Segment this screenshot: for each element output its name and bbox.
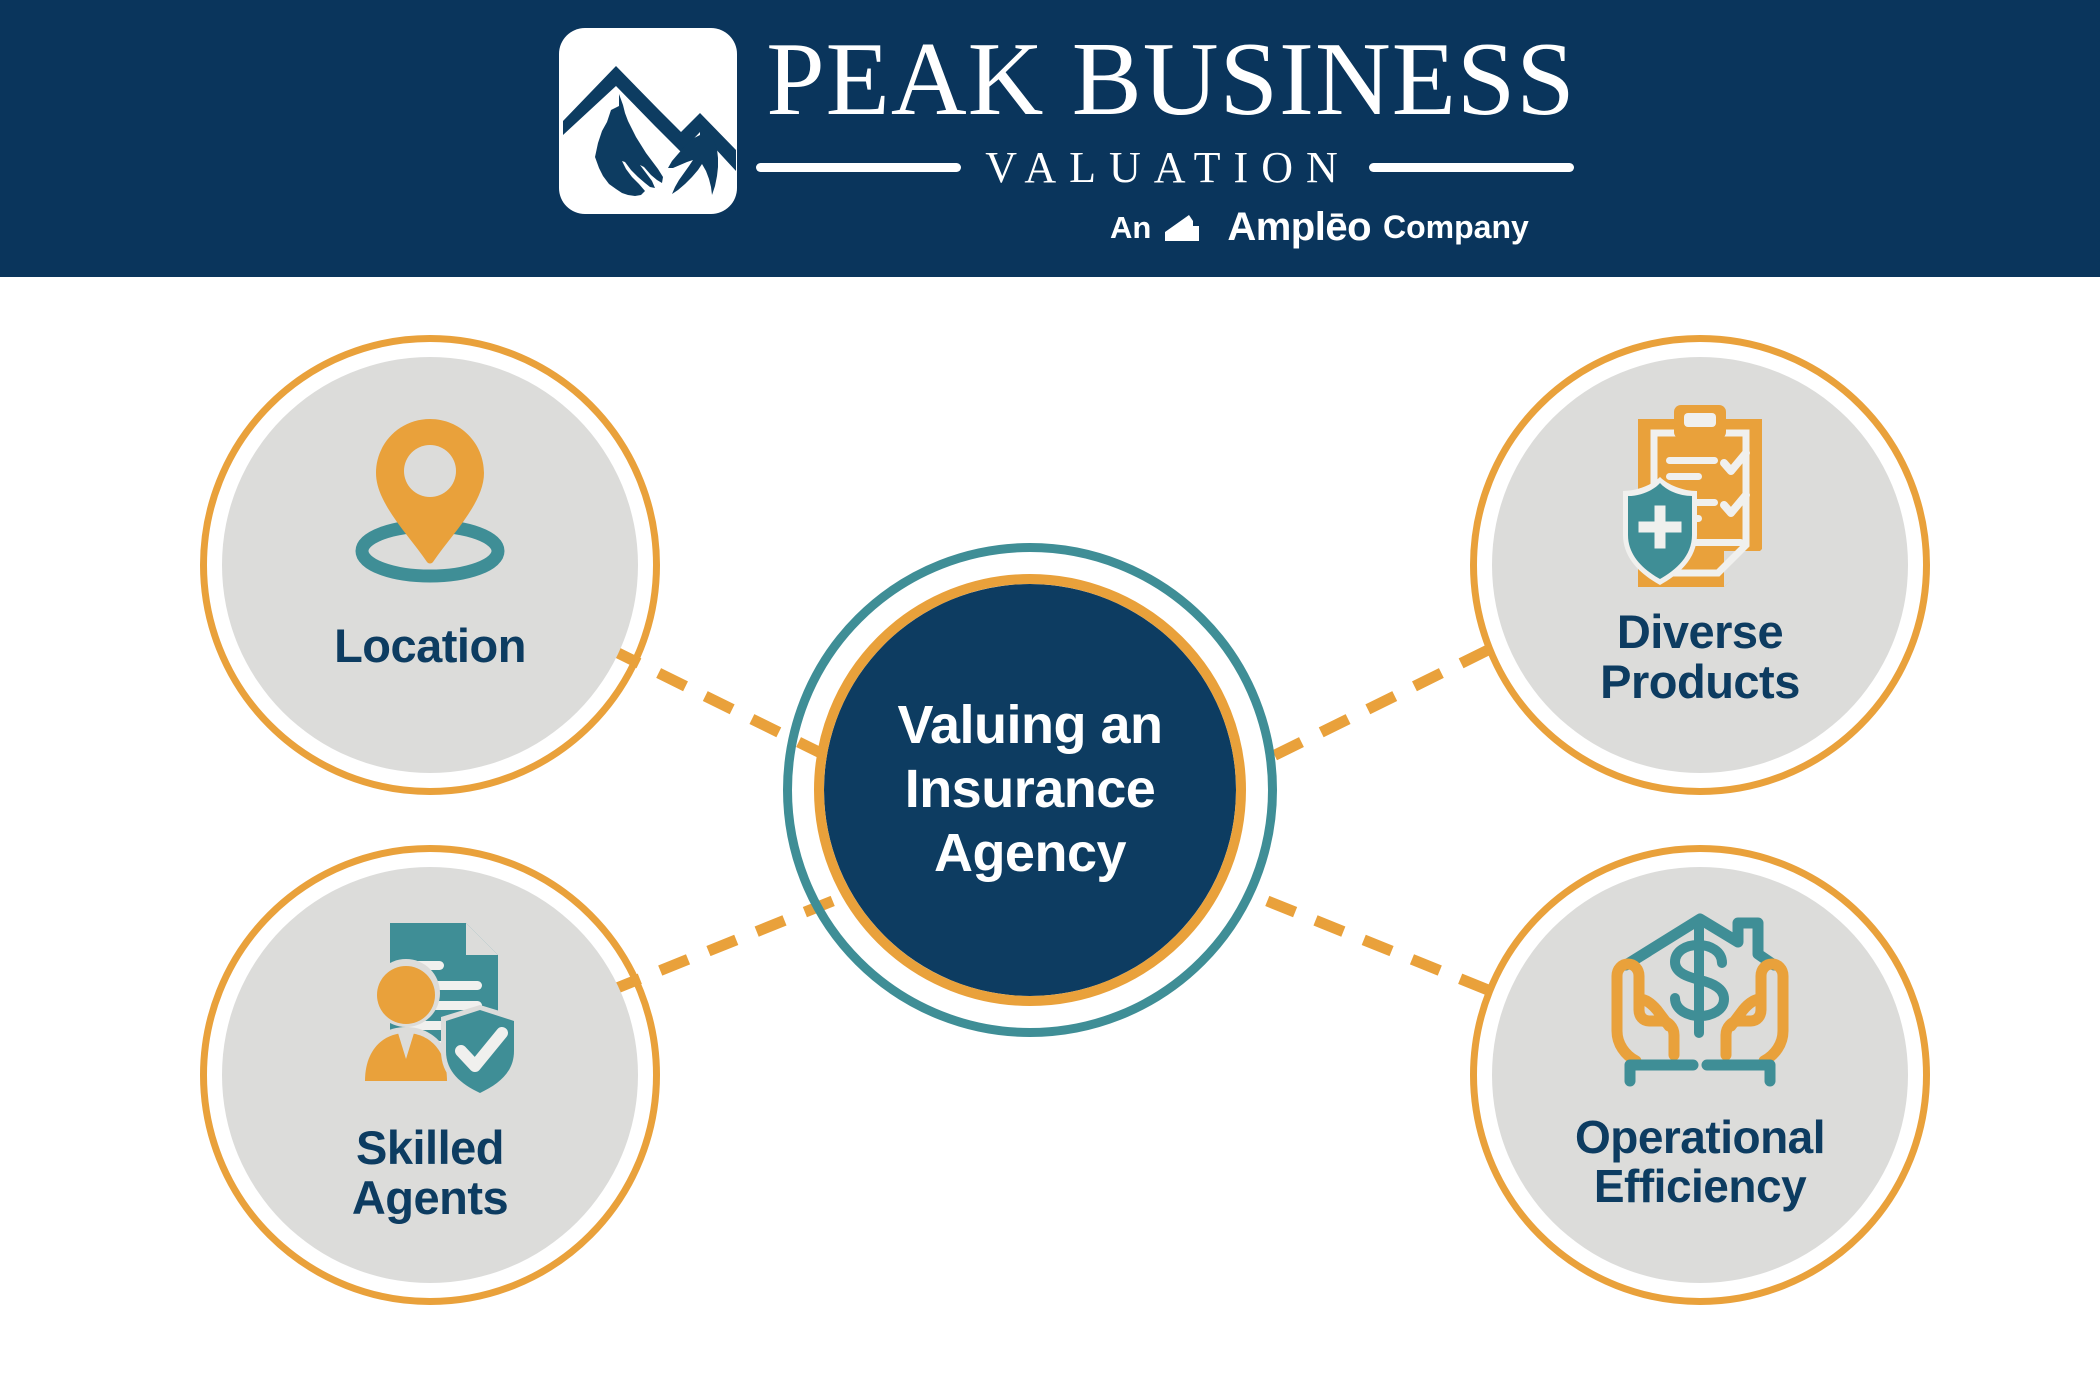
- tagline-prefix: An: [1110, 209, 1152, 245]
- connector-operational-to-hub: [1262, 894, 1491, 996]
- brand-title-line2: VALUATION: [985, 143, 1351, 192]
- brand-title-line1: PEAK BUSINESS: [766, 20, 1576, 137]
- tagline-brand: Amplēo: [1227, 205, 1372, 249]
- node-skilled-agents[interactable]: Skilled Agents: [200, 845, 660, 1305]
- brand-wordmark: PEAK BUSINESS VALUATION: [756, 20, 1586, 193]
- node-location-ring: [200, 335, 660, 795]
- brand-title-line2-row: VALUATION: [756, 142, 1575, 193]
- tagline-suffix: Company: [1383, 209, 1529, 245]
- node-location[interactable]: Location: [200, 335, 660, 795]
- node-operational-efficiency-ring: [1470, 845, 1930, 1305]
- hub-outer-ring: [783, 543, 1277, 1037]
- rule-left: [756, 163, 962, 172]
- node-operational-efficiency[interactable]: Operational Efficiency: [1470, 845, 1930, 1305]
- center-hub[interactable]: Valuing an Insurance Agency: [783, 543, 1277, 1037]
- node-diverse-products[interactable]: Diverse Products: [1470, 335, 1930, 795]
- header-bar: PEAK BUSINESS VALUATION An Amplēo Compan…: [0, 0, 2100, 277]
- connector-diverse-to-hub: [1262, 645, 1491, 765]
- brand-logo: [553, 26, 743, 216]
- ampleo-tagline: An Amplēo Company: [1110, 205, 1529, 250]
- ampleo-mark-icon: [1163, 213, 1215, 243]
- node-skilled-agents-ring: [200, 845, 660, 1305]
- mountain-logo-tile: [559, 28, 737, 214]
- node-diverse-products-ring: [1470, 335, 1930, 795]
- mountain-logo-icon: [563, 66, 736, 196]
- rule-right: [1368, 163, 1575, 172]
